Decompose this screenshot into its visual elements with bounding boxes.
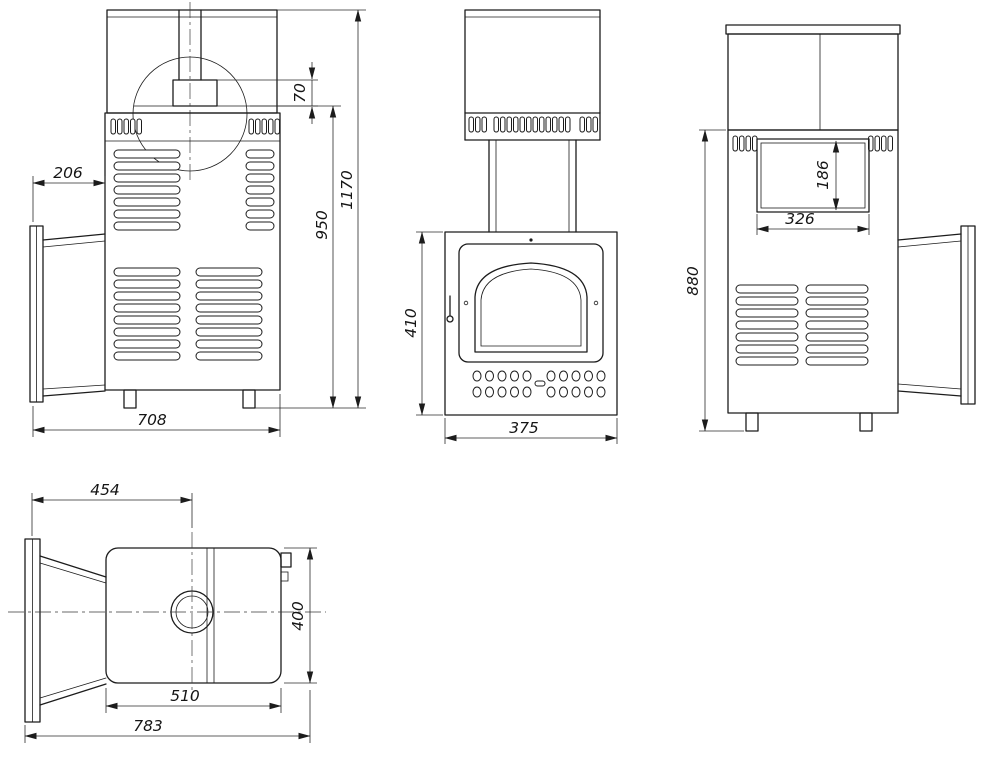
dim-firebox-height: 410 [402, 308, 420, 338]
back-door-flange [897, 225, 976, 405]
back-top-box [725, 24, 901, 131]
side-legs [123, 389, 256, 409]
side-chimney-damper [133, 9, 247, 107]
dimension-stove-height: 950 [250, 105, 366, 409]
plan-damper-handle [280, 552, 292, 582]
dim-damper-height: 70 [291, 83, 309, 103]
front-body [444, 231, 618, 416]
dim-body-length: 510 [170, 687, 200, 705]
dimension-total-depth: 708 [32, 394, 281, 437]
dimension-front-width: 375 [444, 418, 618, 444]
dimension-flange-offset: 206 [32, 164, 106, 222]
dimension-firebox-height: 410 [402, 231, 443, 416]
dimension-body-width: 400 [284, 547, 317, 684]
dimension-damper-height: 70 [217, 62, 318, 124]
dim-total-depth: 708 [137, 411, 167, 429]
back-opening [756, 138, 870, 213]
plan-view: 454 400 510 783 [8, 481, 326, 743]
front-chimney [488, 139, 577, 233]
door-handle-knob [446, 315, 454, 323]
front-door [446, 238, 604, 363]
plan-door-flange [24, 538, 107, 723]
dim-overall-height: 880 [684, 266, 702, 296]
back-louvers [735, 284, 869, 366]
dimension-overall-height: 880 [684, 129, 744, 432]
back-view: 880 186 326 [684, 24, 976, 432]
front-vent-slots [468, 116, 598, 133]
dim-opening-height: 186 [814, 160, 832, 190]
side-top-box [106, 9, 278, 114]
dimension-opening-height: 186 [814, 140, 840, 211]
dim-overall-length: 783 [133, 717, 163, 735]
side-body [104, 112, 281, 391]
door-glass [474, 262, 588, 353]
back-legs [745, 412, 873, 432]
plan-body [105, 547, 282, 684]
side-louvers-lower [113, 267, 263, 361]
door-top-pin [529, 238, 533, 242]
dim-opening-width: 326 [785, 210, 815, 228]
door-hinge-left [463, 300, 469, 306]
front-top-box [464, 9, 601, 141]
front-view: 410 375 [402, 9, 618, 444]
dimension-opening-width: 326 [756, 210, 870, 235]
front-air-holes [472, 370, 606, 398]
dimension-body-length: 510 [105, 687, 282, 713]
dim-stove-height: 950 [313, 210, 331, 240]
dimension-flange-to-axis: 454 [31, 481, 193, 536]
side-view: 206 70 950 1170 708 [29, 2, 366, 437]
side-louvers-upper [113, 149, 275, 231]
side-vent-slots [110, 118, 280, 135]
dim-flange-to-axis: 454 [90, 481, 120, 499]
dimension-total-height: 1170 [277, 9, 366, 409]
dim-total-height: 1170 [338, 170, 356, 210]
dim-front-width: 375 [509, 419, 539, 437]
door-hinge-right [593, 300, 599, 306]
side-door-flange [29, 225, 106, 403]
back-body [727, 129, 899, 414]
dimension-overall-length: 783 [24, 690, 311, 743]
dim-body-width: 400 [289, 601, 307, 631]
dim-flange-offset: 206 [53, 164, 83, 182]
